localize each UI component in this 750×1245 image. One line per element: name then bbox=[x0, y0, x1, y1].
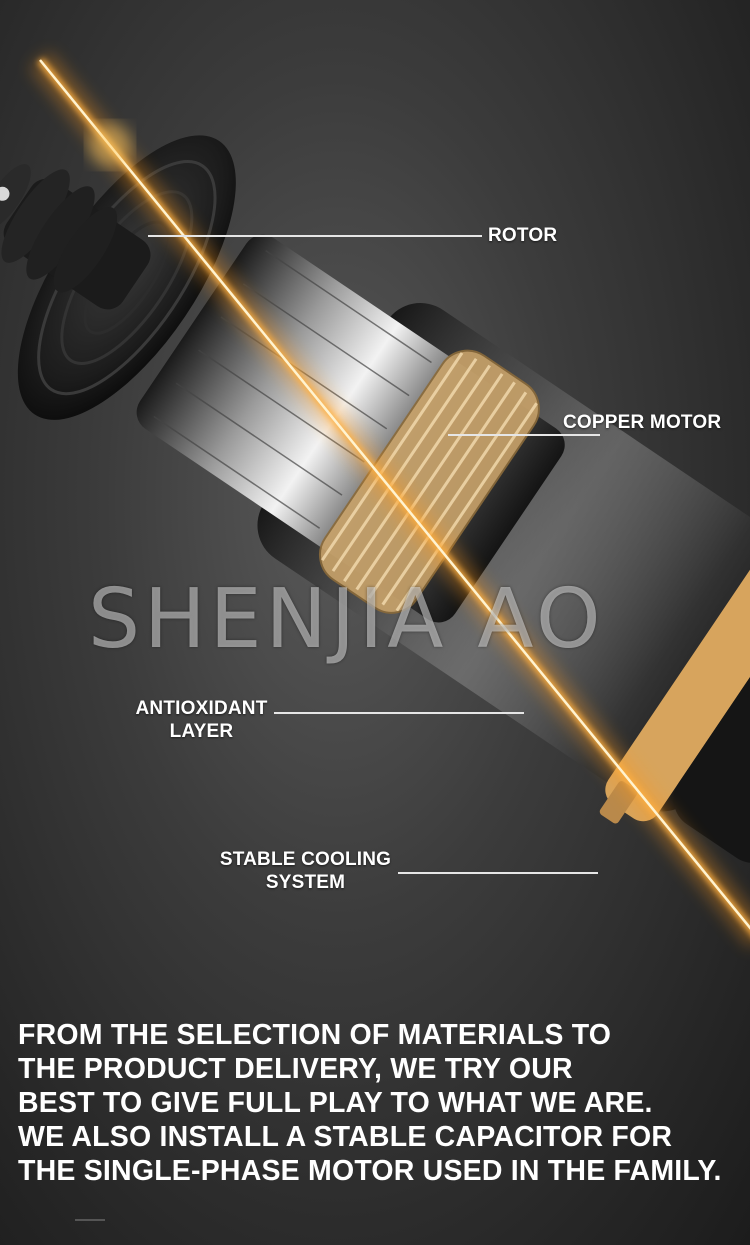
description-line: THE SINGLE-PHASE MOTOR USED IN THE FAMIL… bbox=[18, 1155, 722, 1187]
antioxidant-layer-label: ANTIOXIDANT LAYER bbox=[134, 697, 269, 743]
cooling-pointer-line bbox=[398, 872, 598, 874]
product-description: FROM THE SELECTION OF MATERIALS TO THE P… bbox=[18, 1018, 738, 1188]
motor-cutaway-illustration bbox=[0, 51, 750, 949]
antioxidant-pointer-line bbox=[274, 712, 524, 714]
rotor-pointer-line bbox=[148, 235, 482, 237]
copper-motor-label: COPPER MOTOR bbox=[563, 412, 722, 433]
description-line: THE PRODUCT DELIVERY, WE TRY OUR bbox=[18, 1053, 573, 1085]
copper-motor-pointer-line bbox=[448, 434, 600, 436]
cooling-label-line2: SYSTEM bbox=[265, 872, 346, 893]
antioxidant-label-line1: ANTIOXIDANT bbox=[135, 698, 268, 719]
description-line: BEST TO GIVE FULL PLAY TO WHAT WE ARE. bbox=[18, 1087, 653, 1119]
brand-watermark: SHENJIA AO bbox=[88, 572, 605, 667]
cooling-label-line1: STABLE COOLING bbox=[219, 849, 392, 870]
description-line: WE ALSO INSTALL A STABLE CAPACITOR FOR bbox=[18, 1121, 673, 1153]
antioxidant-label-line2: LAYER bbox=[169, 721, 234, 742]
description-line: FROM THE SELECTION OF MATERIALS TO bbox=[18, 1019, 612, 1051]
divider bbox=[75, 1219, 105, 1221]
rotor-label: ROTOR bbox=[488, 225, 558, 246]
cooling-system-label: STABLE COOLING SYSTEM bbox=[218, 848, 393, 894]
